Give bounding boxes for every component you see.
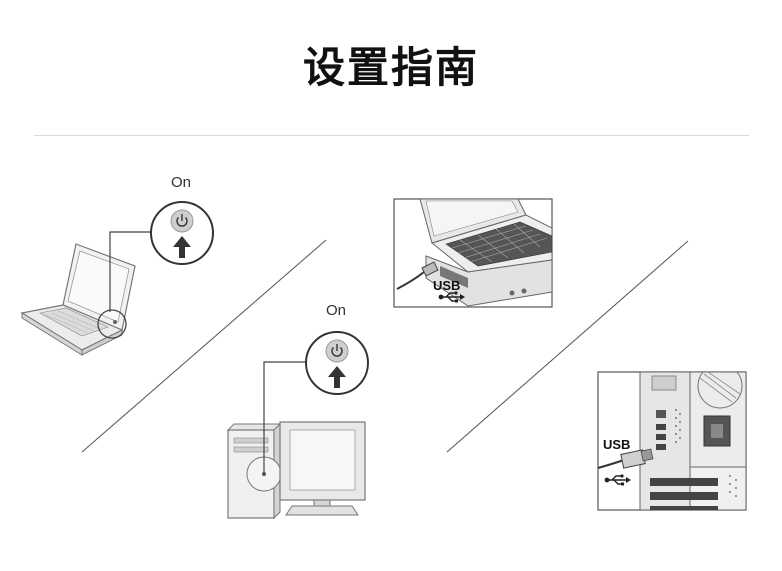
desktop-on-label: On [326, 302, 347, 319]
desktop-usb-label: USB [603, 437, 631, 452]
diagonal-separator-right [446, 240, 689, 453]
usb-icon [438, 291, 465, 303]
laptop-usb-illustration [393, 198, 553, 308]
page-title: 设置指南 [302, 43, 479, 92]
usb-icon [604, 474, 631, 486]
desktop-leader-line [263, 361, 306, 474]
laptop-illustration [20, 243, 136, 356]
laptop-leader-line [109, 231, 152, 312]
laptop-power-callout [150, 201, 214, 265]
desktop-illustration [226, 421, 366, 520]
laptop-usb-label: USB [433, 278, 461, 293]
diagonal-separator-left [81, 239, 327, 453]
divider [34, 135, 749, 136]
desktop-usb-illustration [597, 371, 747, 511]
laptop-on-label: On [171, 174, 192, 191]
desktop-power-callout [305, 331, 369, 395]
